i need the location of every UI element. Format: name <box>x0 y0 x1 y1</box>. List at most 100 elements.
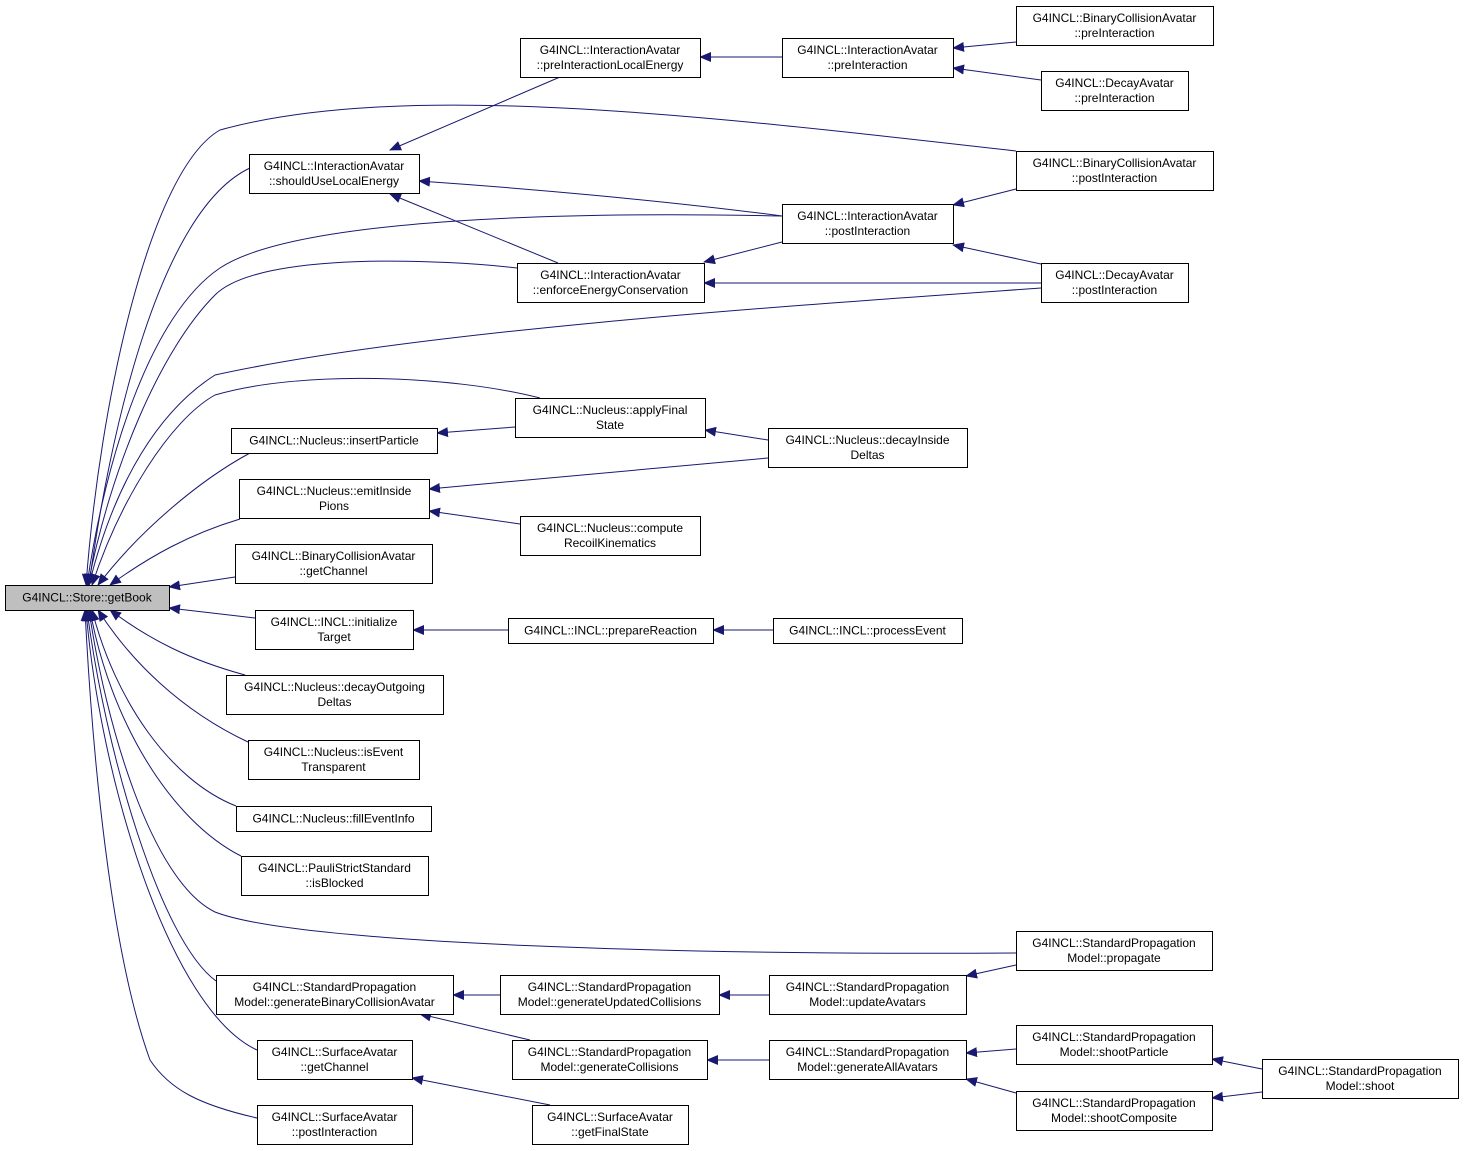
node-label-line: G4INCL::Nucleus::decayOutgoing <box>244 680 425 694</box>
node-da_pre[interactable]: G4INCL::DecayAvatar::preInteraction <box>1041 71 1189 111</box>
node-genBinary[interactable]: G4INCL::StandardPropagationModel::genera… <box>216 975 454 1015</box>
edge-genBinary-to-getBook <box>83 609 217 982</box>
node-label-line: Model::shoot <box>1326 1079 1395 1093</box>
node-pre_local[interactable]: G4INCL::InteractionAvatar::preInteractio… <box>520 38 701 78</box>
edge-ia_post-to-getBook <box>83 214 783 586</box>
node-label-line: G4INCL::BinaryCollisionAvatar <box>1033 156 1197 170</box>
node-ia_pre[interactable]: G4INCL::InteractionAvatar::preInteractio… <box>782 38 954 78</box>
edge-ia_post-to-enforce <box>703 241 783 265</box>
node-fillEventInfo[interactable]: G4INCL::Nucleus::fillEventInfo <box>236 806 432 832</box>
node-box <box>782 38 954 78</box>
node-label-line: G4INCL::InteractionAvatar <box>540 43 681 57</box>
node-label-line: ::getChannel <box>300 1060 368 1074</box>
node-label-line: G4INCL::INCL::prepareReaction <box>524 624 697 638</box>
node-box <box>216 975 454 1015</box>
node-box <box>239 479 430 519</box>
edge-shootParticle-to-genAll <box>965 1047 1017 1058</box>
edges-layer <box>80 41 1263 1119</box>
node-box <box>236 806 432 832</box>
node-getBook[interactable]: G4INCL::Store::getBook <box>5 585 170 611</box>
node-box <box>5 585 170 611</box>
node-label-line: G4INCL::StandardPropagation <box>1032 936 1195 950</box>
node-label-line: G4INCL::SurfaceAvatar <box>272 1110 398 1124</box>
node-da_post[interactable]: G4INCL::DecayAvatar::postInteraction <box>1041 263 1189 303</box>
node-label-line: ::preInteraction <box>1074 26 1154 40</box>
node-box <box>249 154 420 194</box>
node-label-line: Model::generateBinaryCollisionAvatar <box>234 995 435 1009</box>
edge-insertParticle-to-getBook <box>97 452 251 586</box>
node-label-line: Model::updateAvatars <box>809 995 926 1009</box>
edge-propagate-to-getBook <box>85 609 1017 954</box>
node-label-line: G4INCL::StandardPropagation <box>528 980 691 994</box>
edge-bca_getChannel-to-getBook <box>168 576 236 591</box>
node-box <box>532 1105 689 1145</box>
node-sa_post[interactable]: G4INCL::SurfaceAvatar::postInteraction <box>257 1105 413 1145</box>
edge-sa_getChannel-to-getBook <box>81 609 258 1051</box>
node-label-line: ::getFinalState <box>571 1125 649 1139</box>
node-should[interactable]: G4INCL::InteractionAvatar::shouldUseLoca… <box>249 154 420 194</box>
node-label-line: G4INCL::InteractionAvatar <box>264 159 405 173</box>
node-box <box>782 204 954 244</box>
node-sa_final[interactable]: G4INCL::SurfaceAvatar::getFinalState <box>532 1105 689 1145</box>
node-label-line: Model::generateAllAvatars <box>797 1060 938 1074</box>
node-box <box>500 975 720 1015</box>
node-ia_post[interactable]: G4INCL::InteractionAvatar::postInteracti… <box>782 204 954 244</box>
node-genAll[interactable]: G4INCL::StandardPropagationModel::genera… <box>769 1040 967 1080</box>
node-bca_post[interactable]: G4INCL::BinaryCollisionAvatar::postInter… <box>1016 151 1214 191</box>
nodes-layer: G4INCL::Store::getBook G4INCL::Interactio… <box>5 6 1459 1145</box>
node-box <box>257 1105 413 1145</box>
node-genUpdated[interactable]: G4INCL::StandardPropagationModel::genera… <box>500 975 720 1015</box>
node-label-line: G4INCL::Store::getBook <box>22 591 152 605</box>
node-label-line: RecoilKinematics <box>564 536 656 550</box>
node-genCollisions[interactable]: G4INCL::StandardPropagationModel::genera… <box>512 1040 708 1080</box>
node-bca_getChannel[interactable]: G4INCL::BinaryCollisionAvatar::getChanne… <box>235 544 433 584</box>
node-insertParticle[interactable]: G4INCL::Nucleus::insertParticle <box>231 428 438 454</box>
edge-fillEventInfo-to-getBook <box>89 609 237 807</box>
node-label-line: G4INCL::StandardPropagation <box>1278 1064 1441 1078</box>
node-box <box>1262 1059 1459 1099</box>
node-label-line: State <box>596 418 624 432</box>
edge-emitInside-to-getBook <box>109 518 241 586</box>
node-label-line: Model::shootParticle <box>1060 1045 1169 1059</box>
node-isBlocked[interactable]: G4INCL::PauliStrictStandard::isBlocked <box>241 856 429 896</box>
node-box <box>255 610 414 650</box>
node-box <box>1016 151 1214 191</box>
node-label-line: G4INCL::Nucleus::insertParticle <box>249 434 419 448</box>
edge-shoot-to-shootComposite <box>1211 1091 1263 1102</box>
node-updateAvatars[interactable]: G4INCL::StandardPropagationModel::update… <box>769 975 967 1015</box>
edge-da_post-to-ia_post <box>952 242 1042 265</box>
node-label-line: ::preInteractionLocalEnergy <box>537 58 684 72</box>
node-label-line: G4INCL::StandardPropagation <box>1032 1096 1195 1110</box>
node-bca_pre[interactable]: G4INCL::BinaryCollisionAvatar::preIntera… <box>1016 6 1214 46</box>
node-box <box>226 675 444 715</box>
edge-shoot-to-shootParticle <box>1211 1056 1263 1070</box>
edge-da_post-to-getBook <box>86 287 1042 586</box>
node-label-line: ::getChannel <box>299 564 367 578</box>
node-shootParticle[interactable]: G4INCL::StandardPropagationModel::shootP… <box>1016 1025 1213 1065</box>
node-label-line: ::shouldUseLocalEnergy <box>269 174 399 188</box>
node-processEvent[interactable]: G4INCL::INCL::processEvent <box>773 618 963 644</box>
node-box <box>508 618 714 644</box>
node-box <box>773 618 963 644</box>
node-sa_getChannel[interactable]: G4INCL::SurfaceAvatar::getChannel <box>257 1040 413 1080</box>
edge-decayOutgoing-to-getBook <box>109 609 246 676</box>
node-enforce[interactable]: G4INCL::InteractionAvatar::enforceEnergy… <box>517 263 705 303</box>
node-propagate[interactable]: G4INCL::StandardPropagationModel::propag… <box>1016 931 1213 971</box>
node-prepareReaction[interactable]: G4INCL::INCL::prepareReaction <box>508 618 714 644</box>
node-shootComposite[interactable]: G4INCL::StandardPropagationModel::shootC… <box>1016 1091 1213 1131</box>
node-box <box>1016 1091 1213 1131</box>
edge-applyFinal-to-insertParticle <box>436 426 516 438</box>
edge-isEventTransparent-to-getBook <box>97 609 249 743</box>
edge-isBlocked-to-getBook <box>87 609 242 857</box>
edge-genCollisions-to-genBinary <box>419 1011 531 1041</box>
node-label-line: ::isBlocked <box>305 876 363 890</box>
